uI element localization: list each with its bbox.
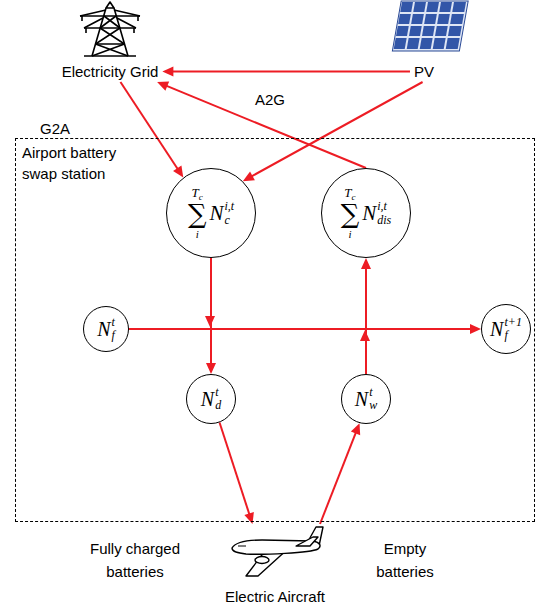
arrowhead bbox=[361, 258, 371, 269]
edge-label: Fully charged batteries bbox=[90, 540, 180, 580]
transmission-tower-icon bbox=[80, 2, 140, 56]
variable-symbol: N bbox=[209, 202, 223, 224]
arrowhead bbox=[243, 171, 255, 181]
index-stack: t+1f bbox=[504, 316, 521, 342]
sum-limits: Tc∑i bbox=[188, 186, 207, 240]
node-label: Electricity Grid bbox=[62, 63, 159, 80]
math-expression: Tc∑iNi,tc bbox=[188, 186, 234, 240]
flow-arrow bbox=[320, 423, 360, 524]
edge-label-box: G2A bbox=[40, 117, 70, 140]
limit-symbol: T bbox=[344, 186, 351, 200]
connector-line bbox=[220, 422, 250, 515]
flow-arrow bbox=[243, 82, 423, 181]
edge-label-box: Empty batteries bbox=[368, 537, 443, 583]
superscript: i,t bbox=[224, 199, 234, 213]
source-label-box: Electricity Grid bbox=[58, 61, 163, 82]
connector-line bbox=[210, 258, 212, 365]
subscript: dis bbox=[377, 213, 391, 227]
edge-label: A2G bbox=[255, 91, 285, 108]
upper-limit: Tc bbox=[344, 186, 355, 200]
superscript: t bbox=[369, 386, 372, 399]
subscript: f bbox=[504, 329, 507, 342]
superscript: t bbox=[112, 316, 115, 329]
math-expression: Tc∑iNi,tdis bbox=[341, 186, 392, 240]
arrowhead bbox=[157, 82, 169, 91]
state-circle: Tc∑iNi,tdis bbox=[321, 168, 411, 258]
connector-line bbox=[129, 328, 472, 330]
index-stack: td bbox=[215, 386, 221, 412]
variable-symbol: N bbox=[362, 202, 376, 224]
upper-limit: Tc bbox=[192, 186, 203, 200]
subscript: c bbox=[224, 213, 229, 227]
flow-arrow bbox=[120, 82, 183, 178]
edge-label-box: Fully charged batteries bbox=[83, 537, 188, 583]
connector-line bbox=[171, 71, 410, 73]
math-expression: Ntd bbox=[201, 386, 221, 412]
limit-symbol: T bbox=[192, 186, 199, 200]
sum-symbol: ∑ bbox=[188, 200, 207, 228]
variable-symbol: N bbox=[490, 318, 503, 340]
boundary-heading: Airport battery swap station bbox=[22, 142, 150, 184]
arrowhead bbox=[206, 363, 216, 374]
subscript: w bbox=[369, 399, 377, 412]
math-expression: Ntf bbox=[97, 316, 115, 342]
variable-symbol: N bbox=[97, 318, 110, 340]
edge-label-box: A2G bbox=[255, 88, 285, 111]
sum-symbol: ∑ bbox=[341, 200, 360, 228]
edge-label: G2A bbox=[40, 120, 70, 137]
lower-limit: i bbox=[348, 228, 351, 240]
source-label-box: PV bbox=[410, 61, 438, 82]
connector-line bbox=[165, 85, 366, 168]
sum-limits: Tc∑i bbox=[341, 186, 360, 240]
flow-arrow bbox=[129, 324, 481, 334]
state-circle: Nt+1f bbox=[481, 304, 531, 354]
aircraft-node: Electric Aircraft bbox=[200, 524, 350, 608]
subscript: f bbox=[112, 329, 115, 342]
superscript: t+1 bbox=[504, 316, 521, 329]
superscript: t bbox=[215, 386, 218, 399]
state-circle: Ntw bbox=[341, 374, 391, 424]
index-stack: tf bbox=[112, 316, 115, 342]
arrowhead bbox=[162, 67, 173, 77]
edge-label: Empty batteries bbox=[376, 540, 434, 580]
station-boundary: Airport battery swap stationTc∑iNi,tcTc∑… bbox=[15, 138, 535, 522]
flow-arrow bbox=[157, 82, 366, 168]
flow-arrow bbox=[220, 422, 254, 524]
state-circle: Tc∑iNi,tc bbox=[166, 168, 256, 258]
index-stack: tw bbox=[369, 386, 377, 412]
node-label: PV bbox=[414, 63, 434, 80]
index-stack: i,tc bbox=[224, 199, 234, 227]
arrowhead bbox=[244, 512, 254, 524]
arrowhead bbox=[351, 423, 360, 435]
flow-arrow bbox=[162, 67, 410, 77]
state-circle: Ntf bbox=[83, 306, 129, 352]
flow-arrow bbox=[206, 258, 216, 374]
connector-line bbox=[120, 82, 178, 170]
connector-line bbox=[251, 82, 423, 177]
solar-panel-icon bbox=[392, 1, 468, 51]
state-circle: Ntd bbox=[186, 374, 236, 424]
index-stack: i,tdis bbox=[377, 199, 391, 227]
node-label: Electric Aircraft bbox=[225, 588, 325, 605]
flow-arrow bbox=[361, 258, 371, 374]
arrowhead bbox=[173, 166, 183, 178]
arrowhead bbox=[470, 324, 481, 334]
aircraft-icon bbox=[232, 527, 323, 576]
panel-frame bbox=[392, 1, 468, 51]
lower-limit: i bbox=[196, 228, 199, 240]
superscript: i,t bbox=[377, 199, 387, 213]
math-expression: Nt+1f bbox=[490, 316, 522, 342]
variable-symbol: N bbox=[201, 388, 214, 410]
connector-line bbox=[320, 432, 356, 524]
subscript: d bbox=[215, 399, 221, 412]
math-expression: Ntw bbox=[355, 386, 377, 412]
variable-symbol: N bbox=[355, 388, 368, 410]
connector-line bbox=[365, 267, 367, 374]
